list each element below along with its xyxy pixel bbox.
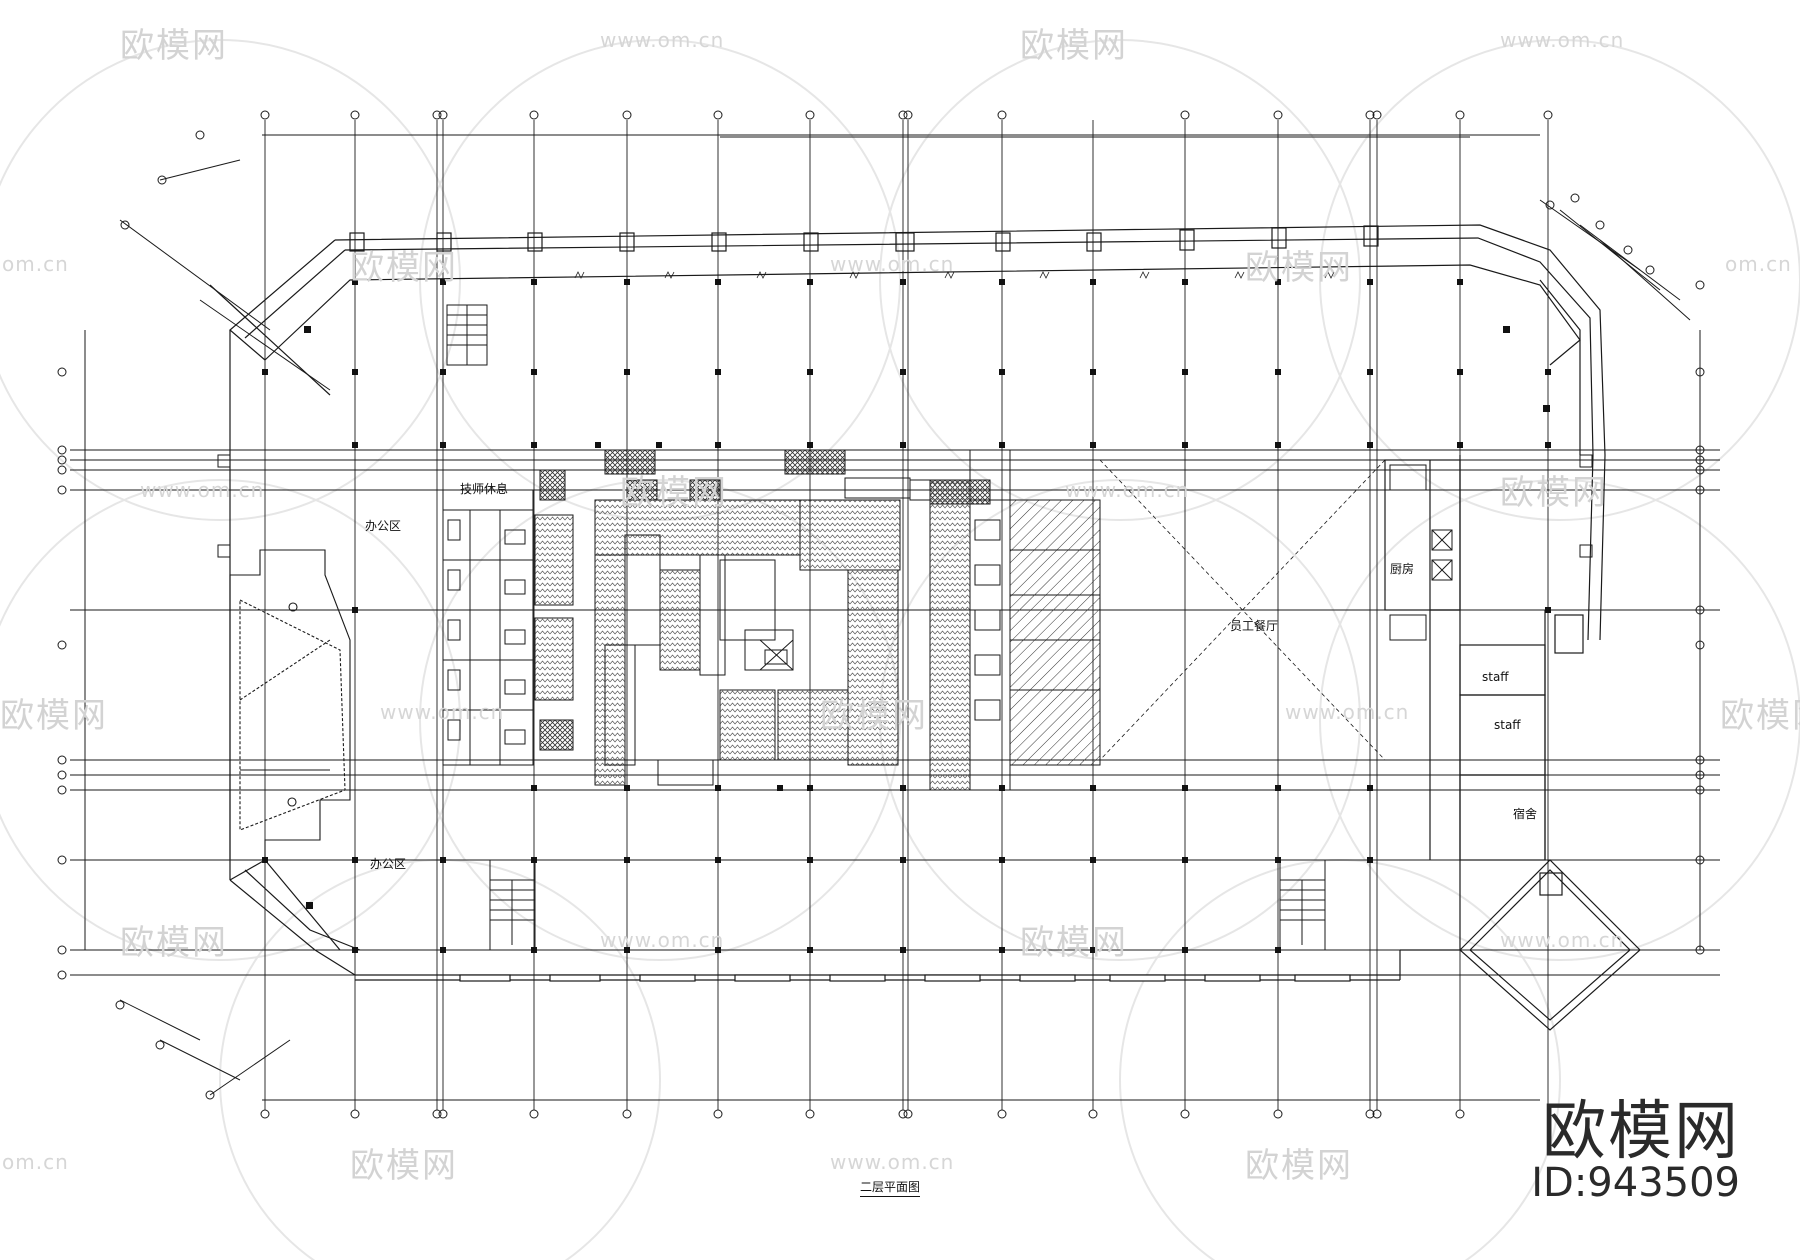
room-label-office-2: 办公区 [370,857,407,871]
stair-left-bottom [489,859,536,951]
side-axis-markers [57,280,1705,980]
room-label-office-1: 办公区 [365,519,402,533]
watermark-circles [0,39,1800,1260]
room-label-staff-canteen: 员工餐厅 [1230,619,1279,633]
kitchen-lifts [1389,464,1453,641]
room-label-staff-rest: 技师休息 [460,482,509,496]
central-core [534,449,991,786]
bottom-facade [355,949,1460,982]
room-label-staff-2: staff [1494,718,1521,732]
perimeter-columns-top [349,225,1379,252]
room-label-kitchen: 厨房 [1390,562,1415,576]
bottom-axis-markers [260,1109,1465,1119]
corner-diamond-room [1459,859,1641,1031]
brand-watermark: 欧模网 [1542,1095,1740,1169]
restroom-block [442,489,534,766]
room-label-staff-1: staff [1482,670,1509,684]
canteen-cross [1099,459,1386,761]
room-label-dormitory: 宿舍 [1513,807,1538,821]
edge-doors [217,454,1593,558]
top-openings [574,271,1335,279]
middle-stair-block [929,449,1101,791]
top-axis-markers [260,110,1553,120]
stair-right-bottom [1279,859,1326,951]
vertical-axis-lines [264,120,1549,1110]
exterior-wall [229,224,1606,641]
diagonal-axis-leaders [115,130,1691,1100]
left-wing-walls [209,284,361,976]
left-irregular-hall [229,549,351,861]
structural-columns [262,279,1551,953]
top-dimension-line [262,134,1540,138]
model-id-watermark: ID:943509 [1531,1160,1740,1206]
stair-left-top [446,304,488,366]
drawing-title: 二层平面图 [860,1178,921,1197]
